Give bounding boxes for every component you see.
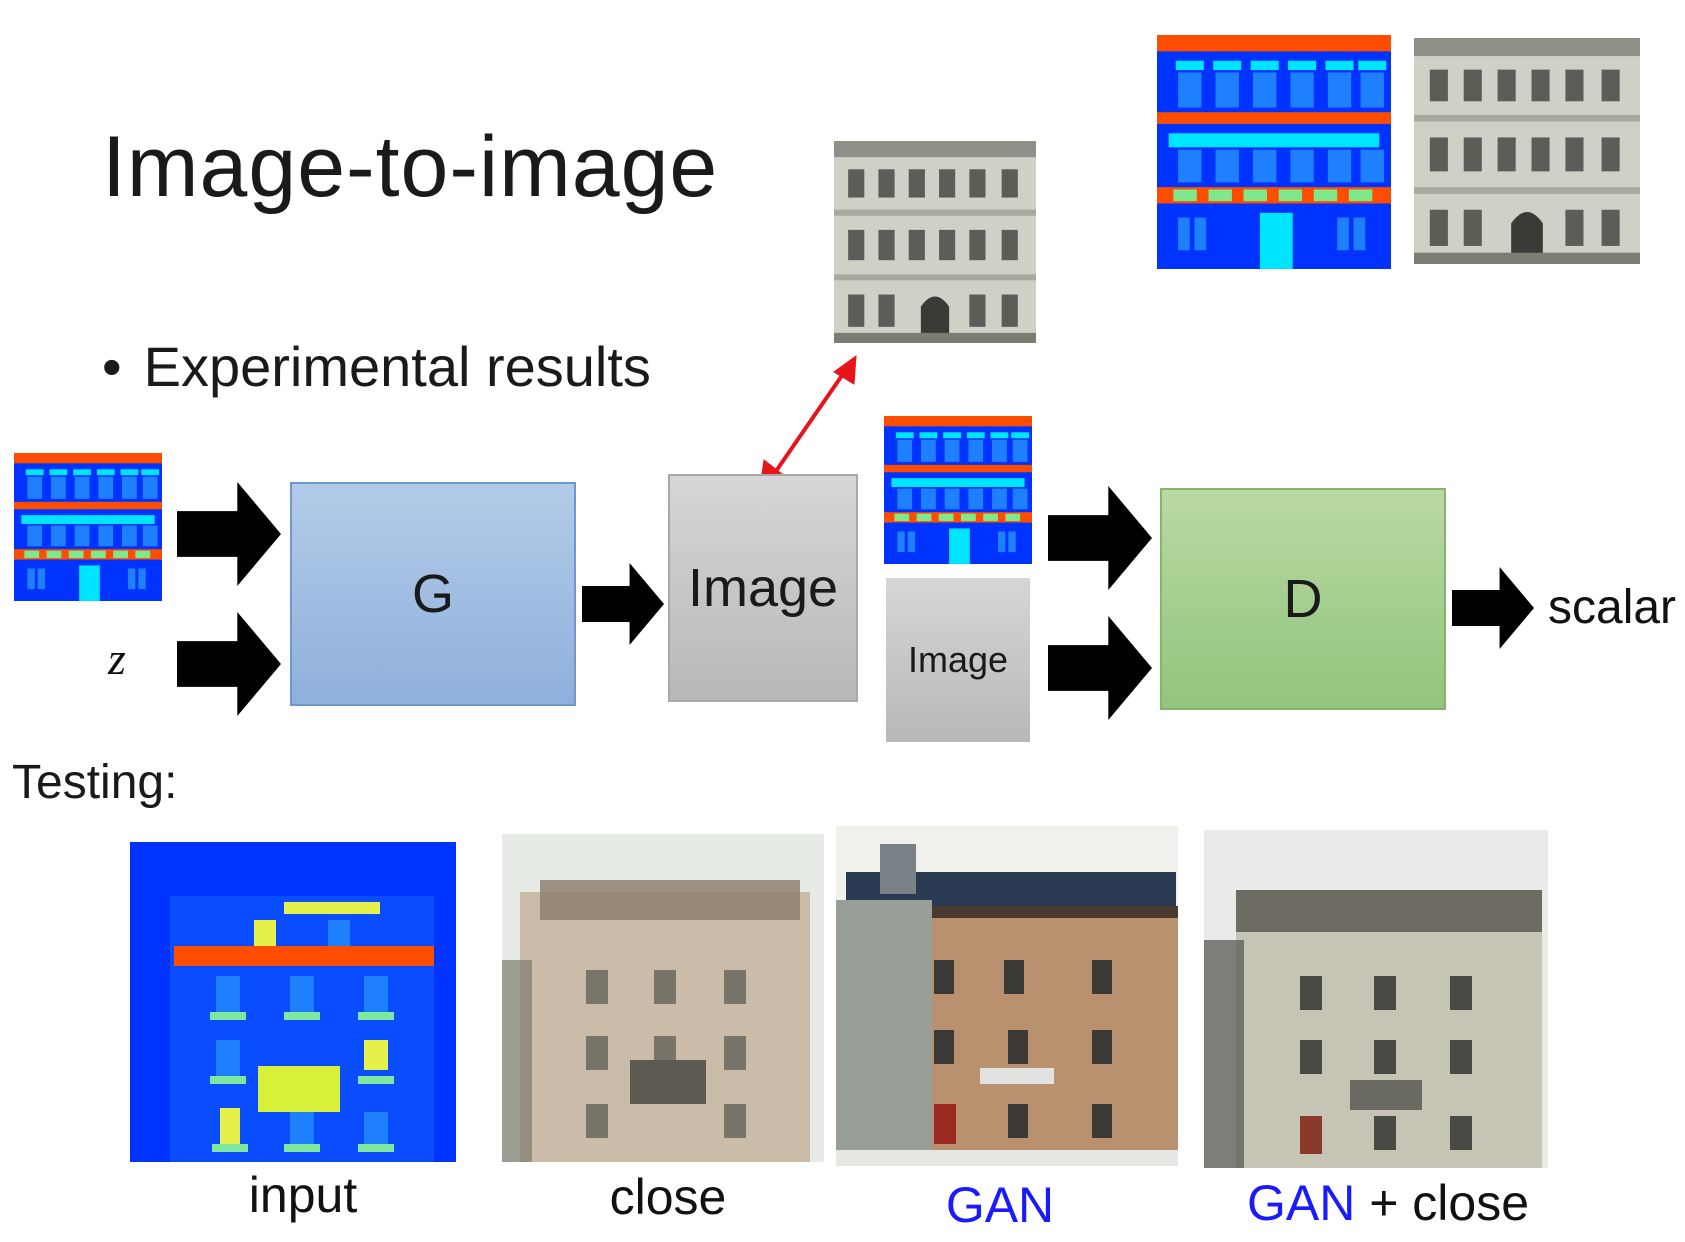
arrow-into-g-top — [177, 482, 281, 586]
generated-image-box: Image — [668, 474, 858, 702]
input-label-map — [14, 453, 162, 601]
top-right-building-photo — [1414, 38, 1640, 264]
testing-close-result — [502, 834, 824, 1162]
testing-gan-result — [836, 826, 1178, 1166]
caption-close: close — [609, 1169, 727, 1225]
caption-gan-close-rest: + close — [1355, 1175, 1530, 1231]
bullet-item: • Experimental results — [102, 334, 651, 399]
bullet-dot: • — [102, 335, 122, 398]
arrow-into-d-bottom — [1048, 616, 1152, 720]
testing-label: Testing: — [12, 756, 178, 809]
caption-gan-close: GAN + close — [1218, 1174, 1558, 1232]
testing-input-label-map — [130, 842, 456, 1162]
caption-gan: GAN — [945, 1177, 1055, 1233]
scalar-output-label: scalar — [1548, 581, 1677, 634]
generator-box: G — [290, 482, 576, 706]
ground-truth-photo — [834, 141, 1036, 343]
discriminator-input-label-map — [884, 416, 1032, 564]
arrow-d-to-scalar — [1452, 567, 1534, 649]
top-right-label-map — [1157, 35, 1391, 269]
arrow-into-g-bottom — [177, 612, 281, 716]
discriminator-image-box: Image — [886, 578, 1030, 742]
discriminator-box: D — [1160, 488, 1446, 710]
red-double-arrow — [759, 354, 857, 490]
arrow-g-to-image — [582, 563, 664, 645]
caption-gan-close-gan-part: GAN — [1246, 1175, 1356, 1231]
caption-input: input — [248, 1167, 358, 1223]
arrow-into-d-top — [1048, 486, 1152, 590]
z-noise-label: z — [108, 633, 126, 684]
page-title: Image-to-image — [102, 119, 719, 215]
testing-gan-close-result — [1204, 830, 1548, 1168]
bullet-text: Experimental results — [143, 335, 651, 398]
